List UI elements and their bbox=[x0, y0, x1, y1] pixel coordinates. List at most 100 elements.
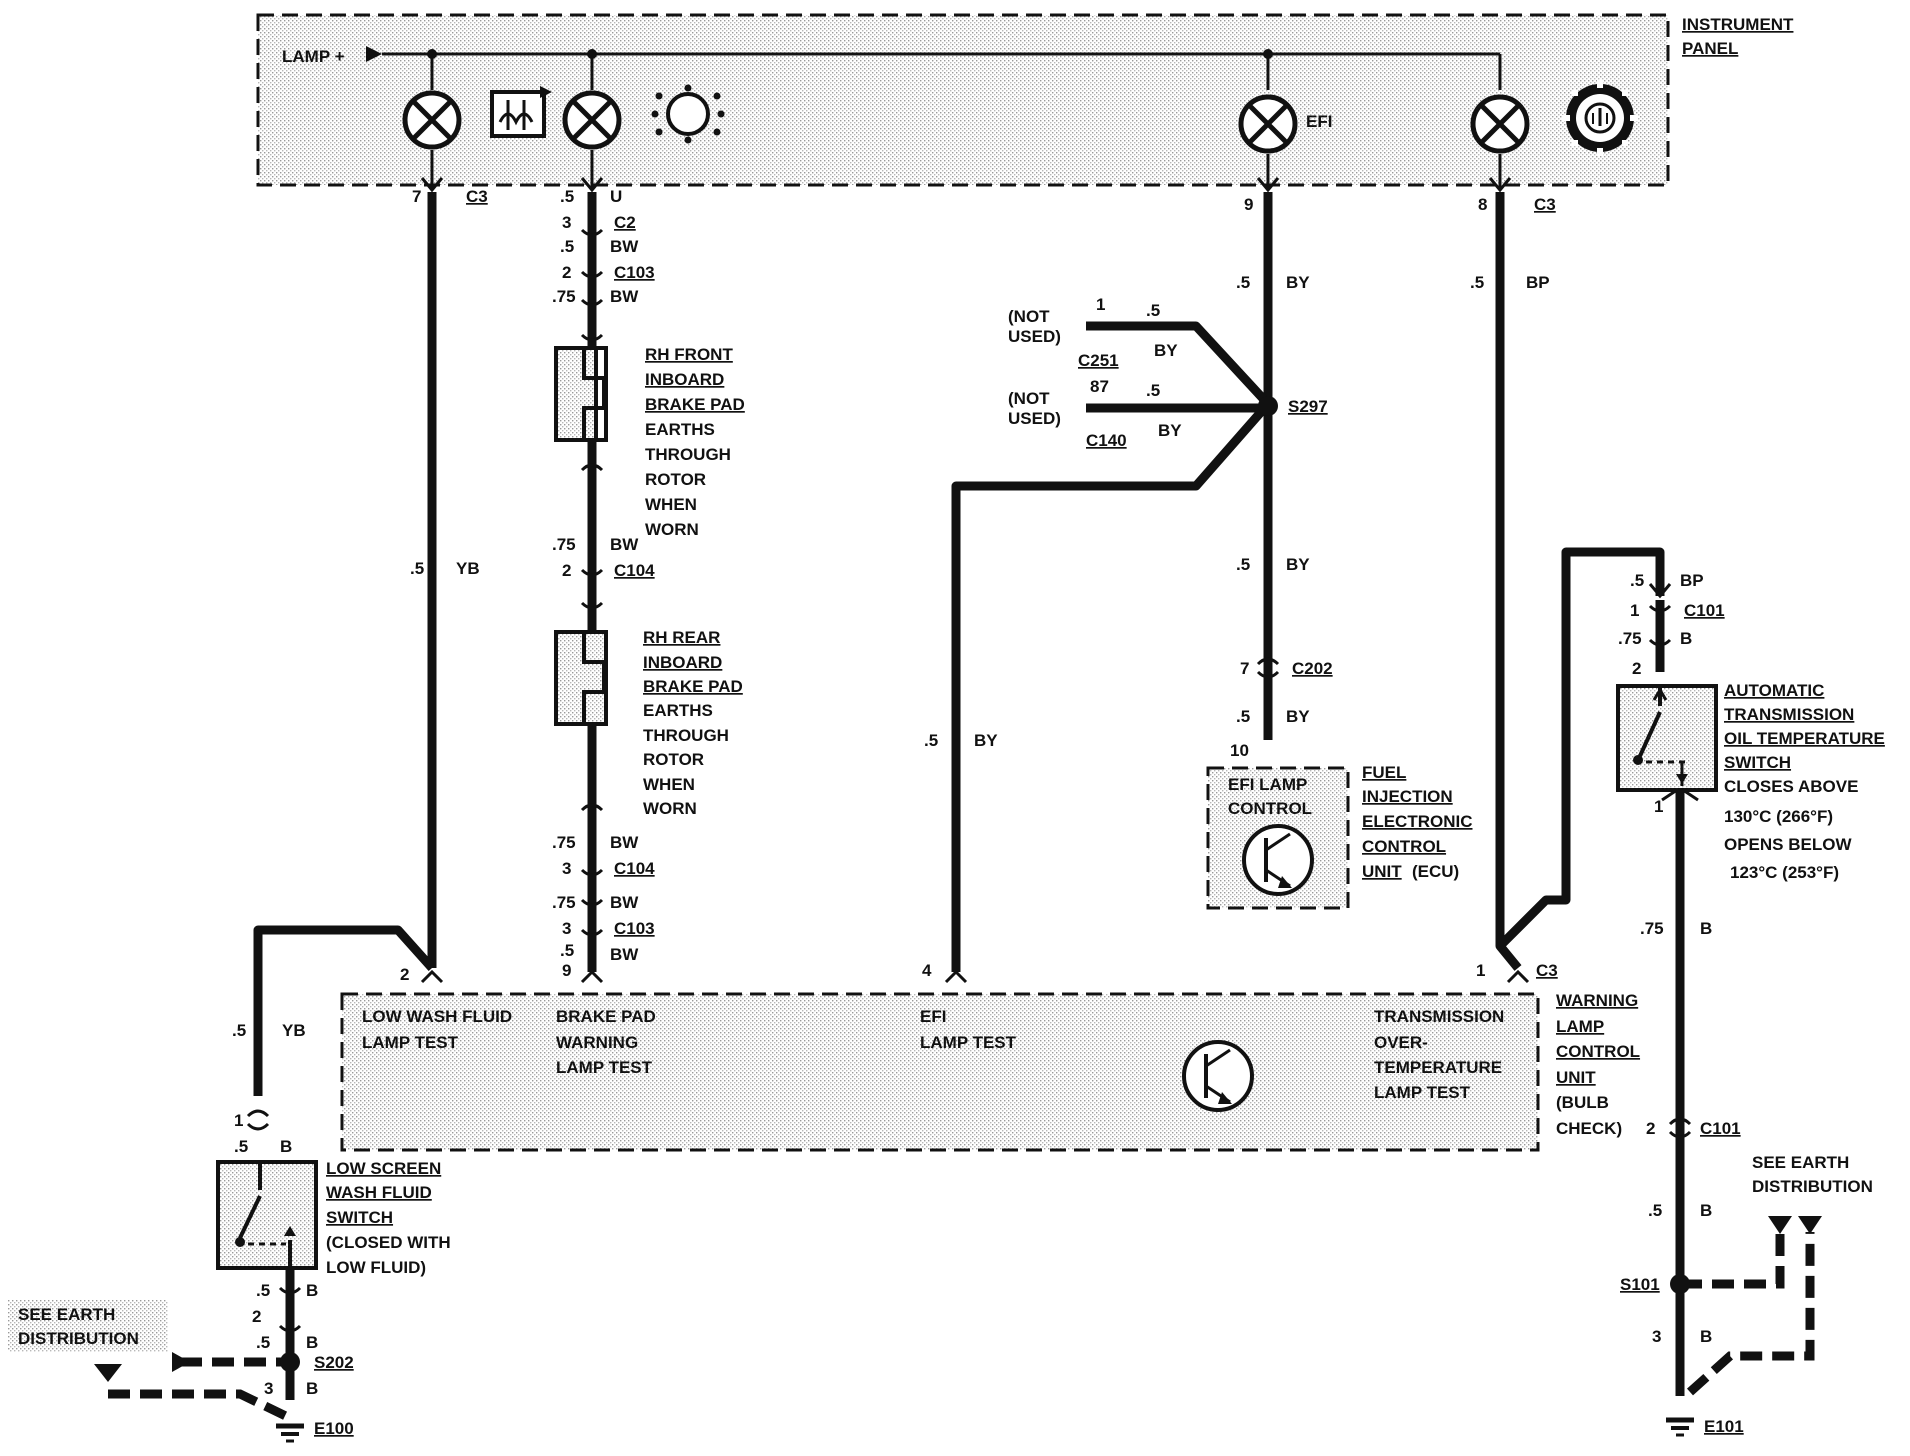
earth-arrow-right-b-icon bbox=[1798, 1216, 1822, 1234]
svg-text:2: 2 bbox=[1632, 659, 1641, 678]
unit-transistor-icon bbox=[1182, 1040, 1254, 1112]
splice-s297 bbox=[1258, 396, 1278, 416]
earth-distribution-left: SEE EARTH DISTRIBUTION bbox=[8, 1300, 168, 1352]
svg-text:.75: .75 bbox=[552, 287, 576, 306]
instrument-panel: INSTRUMENT PANEL LAMP + EFI bbox=[256, 13, 1794, 193]
svg-text:CHECK): CHECK) bbox=[1556, 1119, 1622, 1138]
svg-text:C104: C104 bbox=[614, 561, 655, 580]
lamp-feed-label: LAMP + bbox=[282, 47, 345, 66]
svg-text:DISTRIBUTION: DISTRIBUTION bbox=[18, 1329, 139, 1348]
svg-text:EFI: EFI bbox=[920, 1007, 946, 1026]
svg-text:87: 87 bbox=[1090, 377, 1109, 396]
svg-text:OPENS BELOW: OPENS BELOW bbox=[1724, 835, 1852, 854]
svg-text:WARNING: WARNING bbox=[556, 1033, 638, 1052]
warning-lamp-control-unit: LOW WASH FLUID LAMP TEST BRAKE PAD WARNI… bbox=[340, 969, 1540, 1152]
svg-text:2: 2 bbox=[400, 965, 409, 984]
svg-text:B: B bbox=[280, 1137, 292, 1156]
svg-text:INBOARD: INBOARD bbox=[643, 653, 722, 672]
svg-text:WARNING: WARNING bbox=[1556, 991, 1638, 1010]
svg-text:DISTRIBUTION: DISTRIBUTION bbox=[1752, 1177, 1873, 1196]
svg-text:3: 3 bbox=[562, 213, 571, 232]
svg-text:B: B bbox=[1700, 919, 1712, 938]
warning-unit-label: WARNING LAMP CONTROL UNIT (BULB CHECK) bbox=[1556, 991, 1640, 1138]
svg-text:7: 7 bbox=[412, 187, 421, 206]
svg-text:1: 1 bbox=[234, 1111, 243, 1130]
svg-text:ROTOR: ROTOR bbox=[643, 750, 704, 769]
svg-text:RH FRONT: RH FRONT bbox=[645, 345, 733, 364]
svg-text:3: 3 bbox=[562, 919, 571, 938]
svg-text:.5: .5 bbox=[560, 187, 574, 206]
svg-text:C103: C103 bbox=[614, 919, 655, 938]
svg-text:USED): USED) bbox=[1008, 327, 1061, 346]
svg-text:(ECU): (ECU) bbox=[1412, 862, 1459, 881]
svg-text:SWITCH: SWITCH bbox=[1724, 753, 1791, 772]
svg-text:CONTROL: CONTROL bbox=[1556, 1042, 1640, 1061]
svg-text:THROUGH: THROUGH bbox=[645, 445, 731, 464]
svg-text:1: 1 bbox=[1654, 797, 1663, 816]
svg-text:INSTRUMENT: INSTRUMENT bbox=[1682, 15, 1794, 34]
svg-text:WORN: WORN bbox=[645, 520, 699, 539]
svg-text:10: 10 bbox=[1230, 741, 1249, 760]
svg-text:TEMPERATURE: TEMPERATURE bbox=[1374, 1058, 1502, 1077]
earth-e101-icon bbox=[1666, 1417, 1694, 1437]
svg-text:.5: .5 bbox=[410, 559, 424, 578]
svg-text:C202: C202 bbox=[1292, 659, 1333, 678]
splice-s202 bbox=[280, 1352, 300, 1372]
svg-text:C101: C101 bbox=[1684, 601, 1725, 620]
svg-text:1: 1 bbox=[1476, 961, 1485, 980]
svg-text:(BULB: (BULB bbox=[1556, 1093, 1609, 1112]
svg-text:(NOT: (NOT bbox=[1008, 307, 1050, 326]
svg-text:BY: BY bbox=[1154, 341, 1178, 360]
low-wash-switch-box bbox=[216, 1160, 318, 1270]
svg-text:BY: BY bbox=[974, 731, 998, 750]
wire-labels: 7 C3 .5 U 3 C2 .5 BW 2 C103 .75 BW 9 8 C… bbox=[232, 187, 1744, 1438]
earth-dashed-leads bbox=[108, 1232, 1815, 1423]
low-wash-switch-label: LOW SCREEN WASH FLUID SWITCH (CLOSED WIT… bbox=[326, 1159, 451, 1277]
svg-text:BW: BW bbox=[610, 535, 639, 554]
svg-text:UNIT: UNIT bbox=[1556, 1068, 1596, 1087]
svg-text:BW: BW bbox=[610, 833, 639, 852]
svg-text:WORN: WORN bbox=[643, 799, 697, 818]
svg-text:B: B bbox=[306, 1281, 318, 1300]
svg-text:C3: C3 bbox=[466, 187, 488, 206]
svg-text:EARTHS: EARTHS bbox=[643, 701, 713, 720]
svg-text:LAMP TEST: LAMP TEST bbox=[556, 1058, 653, 1077]
svg-text:TRANSMISSION: TRANSMISSION bbox=[1374, 1007, 1504, 1026]
svg-text:ELECTRONIC: ELECTRONIC bbox=[1362, 812, 1473, 831]
svg-text:U: U bbox=[610, 187, 622, 206]
oil-temp-switch-box bbox=[1616, 684, 1718, 792]
efi-ecu-box: EFI LAMP CONTROL bbox=[1206, 766, 1350, 910]
svg-text:.5: .5 bbox=[1146, 381, 1160, 400]
efi-bulb-label: EFI bbox=[1306, 112, 1332, 131]
transmission-lamp-icon bbox=[1473, 97, 1527, 151]
svg-text:.5: .5 bbox=[234, 1137, 248, 1156]
svg-text:CONTROL: CONTROL bbox=[1228, 799, 1312, 818]
svg-text:CLOSES ABOVE: CLOSES ABOVE bbox=[1724, 777, 1858, 796]
svg-text:.75: .75 bbox=[1640, 919, 1664, 938]
earth-arrow-down-left-icon bbox=[94, 1364, 122, 1382]
earth-distribution-right: SEE EARTH DISTRIBUTION bbox=[1752, 1153, 1873, 1196]
svg-text:INJECTION: INJECTION bbox=[1362, 787, 1453, 806]
earth-e100-icon bbox=[276, 1423, 304, 1443]
svg-text:.5: .5 bbox=[1470, 273, 1484, 292]
svg-text:.5: .5 bbox=[1236, 273, 1250, 292]
svg-text:RH REAR: RH REAR bbox=[643, 628, 720, 647]
connector-marks bbox=[246, 228, 1699, 1333]
svg-text:C3: C3 bbox=[1536, 961, 1558, 980]
svg-text:.5: .5 bbox=[924, 731, 938, 750]
splice-s101 bbox=[1670, 1274, 1690, 1294]
svg-text:INBOARD: INBOARD bbox=[645, 370, 724, 389]
svg-text:C251: C251 bbox=[1078, 351, 1119, 370]
svg-text:ROTOR: ROTOR bbox=[645, 470, 706, 489]
svg-text:SEE EARTH: SEE EARTH bbox=[1752, 1153, 1849, 1172]
svg-text:WASH FLUID: WASH FLUID bbox=[326, 1183, 432, 1202]
svg-text:3: 3 bbox=[264, 1379, 273, 1398]
brake-front-label: RH FRONT INBOARD BRAKE PAD EARTHS THROUG… bbox=[645, 345, 745, 539]
svg-text:BY: BY bbox=[1286, 707, 1310, 726]
earth-arrow-right-a-icon bbox=[1768, 1216, 1792, 1234]
svg-text:.5: .5 bbox=[560, 941, 574, 960]
svg-text:C104: C104 bbox=[614, 859, 655, 878]
svg-text:.75: .75 bbox=[552, 893, 576, 912]
svg-text:.5: .5 bbox=[1236, 707, 1250, 726]
svg-text:2: 2 bbox=[562, 263, 571, 282]
